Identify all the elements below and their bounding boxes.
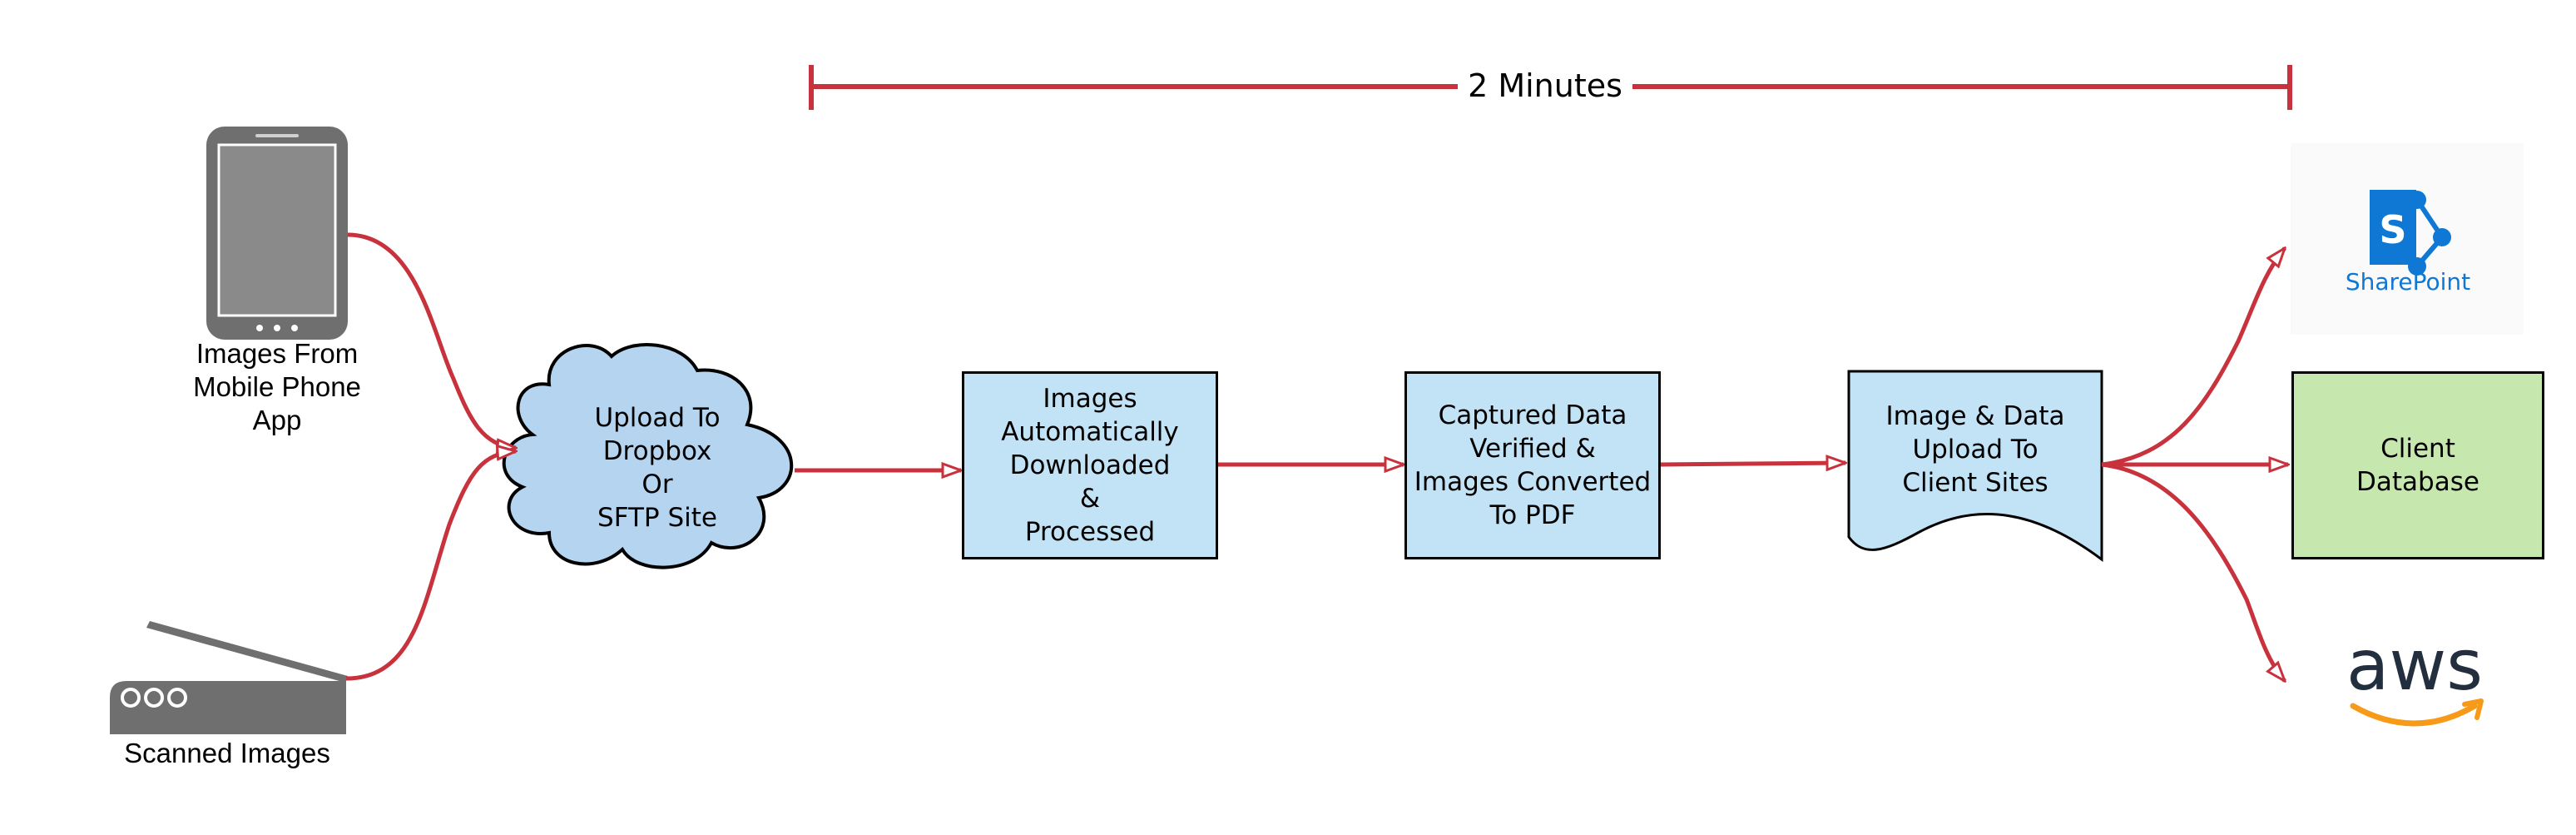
scanner-icon [110,621,348,734]
arrow-phone-to-cloud [347,232,516,448]
upload-step-label: Upload To Dropbox Or SFTP Site [594,403,721,533]
client-upload-step-label: Image & Data Upload To Client Sites [1885,401,2065,498]
upload-cloud-shape [502,342,794,569]
phone-source-label: Images From Mobile Phone App [193,338,361,435]
sharepoint-letter: S [2379,207,2406,252]
scanner-source-label: Scanned Images [124,738,330,768]
timeline-label: 2 Minutes [1468,67,1622,104]
aws-logo: aws [2346,624,2484,727]
mobile-phone-icon [206,127,348,340]
sharepoint-logo: S SharePoint [2291,143,2524,335]
arrow-upload-to-sharepoint [2101,248,2285,467]
sharepoint-wordmark: SharePoint [2346,268,2470,296]
connectors [345,232,2288,681]
download-step-box: Images Automatically Downloaded & Proces… [962,371,1218,559]
upload-step: Upload To Dropbox Or SFTP Site [524,376,790,559]
client-database-box: Client Database [2291,371,2544,559]
client-database-label: Client Database [2356,434,2479,497]
arrow-upload-to-aws [2101,462,2285,681]
arrow-scanner-to-cloud [345,451,516,681]
timeline-bar [809,65,2292,110]
download-step-label: Images Automatically Downloaded & Proces… [1001,384,1179,547]
verify-step-box: Captured Data Verified & Images Converte… [1404,371,1661,559]
arrow-verify-to-upload [1660,463,1845,465]
client-upload-document-shape [1847,370,2103,562]
client-upload-step: Image & Data Upload To Client Sites [1849,391,2102,508]
verify-step-label: Captured Data Verified & Images Converte… [1414,400,1652,530]
aws-wordmark: aws [2346,624,2483,706]
